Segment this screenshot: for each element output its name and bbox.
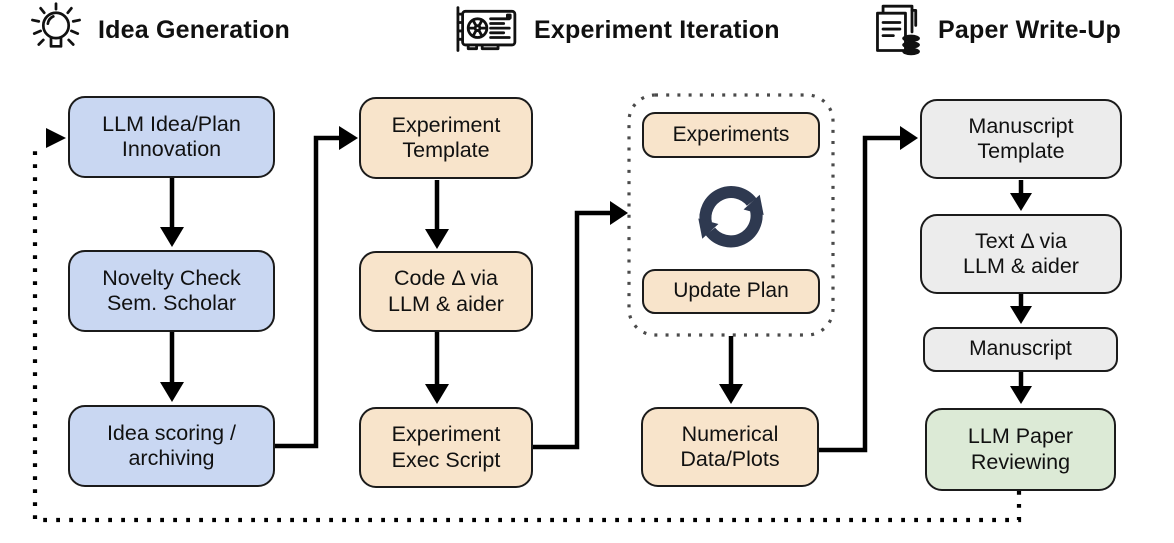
arrow-manuscript-to-reviewing xyxy=(1010,372,1032,404)
experiment-loop-region xyxy=(627,93,835,337)
node-experiment-template: Experiment Template xyxy=(359,97,533,179)
cycle-icon xyxy=(698,186,764,248)
node-numerical-data-plots: Numerical Data/Plots xyxy=(641,407,819,487)
arrow-code-to-exec xyxy=(425,332,449,404)
paper-database-icon xyxy=(870,2,926,58)
section-header-paper-write-up: Paper Write-Up xyxy=(870,1,1121,59)
gpu-icon xyxy=(448,2,522,58)
arrow-scoring-to-experiment-template xyxy=(275,126,358,449)
section-title: Paper Write-Up xyxy=(938,15,1121,44)
lightbulb-icon xyxy=(26,1,86,59)
node-update-plan: Update Plan xyxy=(642,269,820,314)
arrow-template-to-code xyxy=(425,180,449,249)
node-experiment-exec-script: Experiment Exec Script xyxy=(359,407,533,488)
node-experiments: Experiments xyxy=(642,112,820,158)
arrow-loop-to-numerical xyxy=(719,336,743,404)
node-code-delta: Code Δ via LLM & aider xyxy=(359,251,533,332)
section-title: Experiment Iteration xyxy=(534,15,780,44)
feedback-dotted-line xyxy=(32,128,1022,523)
arrow-text-to-manuscript xyxy=(1010,294,1032,324)
arrow-manuscript-template-to-text xyxy=(1010,180,1032,211)
node-idea-scoring: Idea scoring / archiving xyxy=(68,405,275,487)
node-llm-idea-plan-innovation: LLM Idea/Plan Innovation xyxy=(68,96,275,178)
arrow-idea-to-novelty xyxy=(160,178,184,247)
node-llm-paper-reviewing: LLM Paper Reviewing xyxy=(925,408,1116,491)
arrow-novelty-to-scoring xyxy=(160,332,184,402)
node-manuscript-template: Manuscript Template xyxy=(920,99,1122,179)
section-title: Idea Generation xyxy=(98,15,290,44)
arrow-numerical-to-manuscript-template xyxy=(819,126,918,453)
node-novelty-check: Novelty Check Sem. Scholar xyxy=(68,250,275,332)
node-text-delta: Text Δ via LLM & aider xyxy=(920,214,1122,294)
arrow-exec-to-loop xyxy=(533,201,628,450)
section-header-idea-generation: Idea Generation xyxy=(26,1,290,59)
node-manuscript: Manuscript xyxy=(923,327,1118,372)
section-header-experiment-iteration: Experiment Iteration xyxy=(448,1,780,59)
